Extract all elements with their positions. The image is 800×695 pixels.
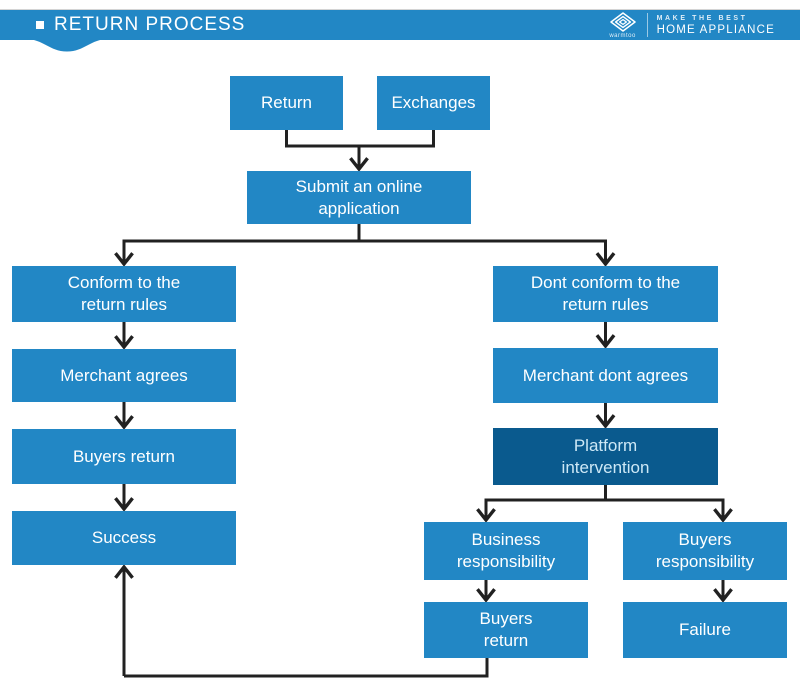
slogan-line-2: HOME APPLIANCE: [656, 23, 775, 36]
flow-node-platform-intervention: Platform intervention: [493, 428, 718, 485]
flow-node-buyers-return-2: Buyers return: [424, 602, 588, 658]
connector-line: [285, 130, 435, 148]
page-title: RETURN PROCESS: [54, 14, 246, 35]
arrowhead: [114, 564, 134, 579]
flow-node-submit: Submit an online application: [247, 171, 471, 224]
brand-area: warmtoo MAKE THE BEST HOME APPLIANCE: [608, 10, 775, 40]
connector-line: [124, 658, 489, 678]
brand-name: warmtoo: [609, 32, 636, 39]
brand-logo: warmtoo: [608, 11, 638, 39]
diamond-logo-icon: [609, 11, 636, 32]
header-bar: RETURN PROCESS warmtoo MAKE THE BEST HOM…: [0, 9, 800, 40]
arrowhead: [349, 157, 369, 172]
arrowhead: [114, 335, 134, 350]
arrowhead: [595, 414, 616, 429]
arrowhead: [713, 508, 733, 523]
arrowhead: [713, 588, 733, 603]
flow-node-exchanges: Exchanges: [377, 76, 490, 130]
flow-node-conform: Conform to the return rules: [12, 266, 236, 322]
arrowhead: [114, 252, 134, 267]
brand-slogan: MAKE THE BEST HOME APPLIANCE: [657, 15, 775, 36]
arrowhead: [114, 497, 134, 512]
flow-node-failure: Failure: [623, 602, 787, 658]
arrowhead: [476, 508, 496, 523]
flow-node-dont-conform: Dont conform to the return rules: [493, 266, 718, 322]
flow-node-return: Return: [230, 76, 343, 130]
arrowhead: [595, 252, 616, 267]
arrowhead: [595, 334, 616, 349]
brand-divider: [646, 13, 648, 37]
flow-node-merchant-dont-agrees: Merchant dont agrees: [493, 348, 718, 403]
flow-node-buyers-responsibility: Buyers responsibility: [623, 522, 787, 580]
flow-node-success: Success: [12, 511, 236, 565]
header-wave-decoration: [25, 39, 109, 52]
slogan-line-1: MAKE THE BEST: [656, 14, 748, 22]
arrowhead: [476, 588, 496, 603]
flow-node-buyers-return: Buyers return: [12, 429, 236, 484]
flow-node-merchant-agrees: Merchant agrees: [12, 349, 236, 402]
bullet-square-icon: [36, 21, 44, 29]
arrowhead: [114, 415, 134, 430]
flow-node-business-responsibility: Business responsibility: [424, 522, 588, 580]
